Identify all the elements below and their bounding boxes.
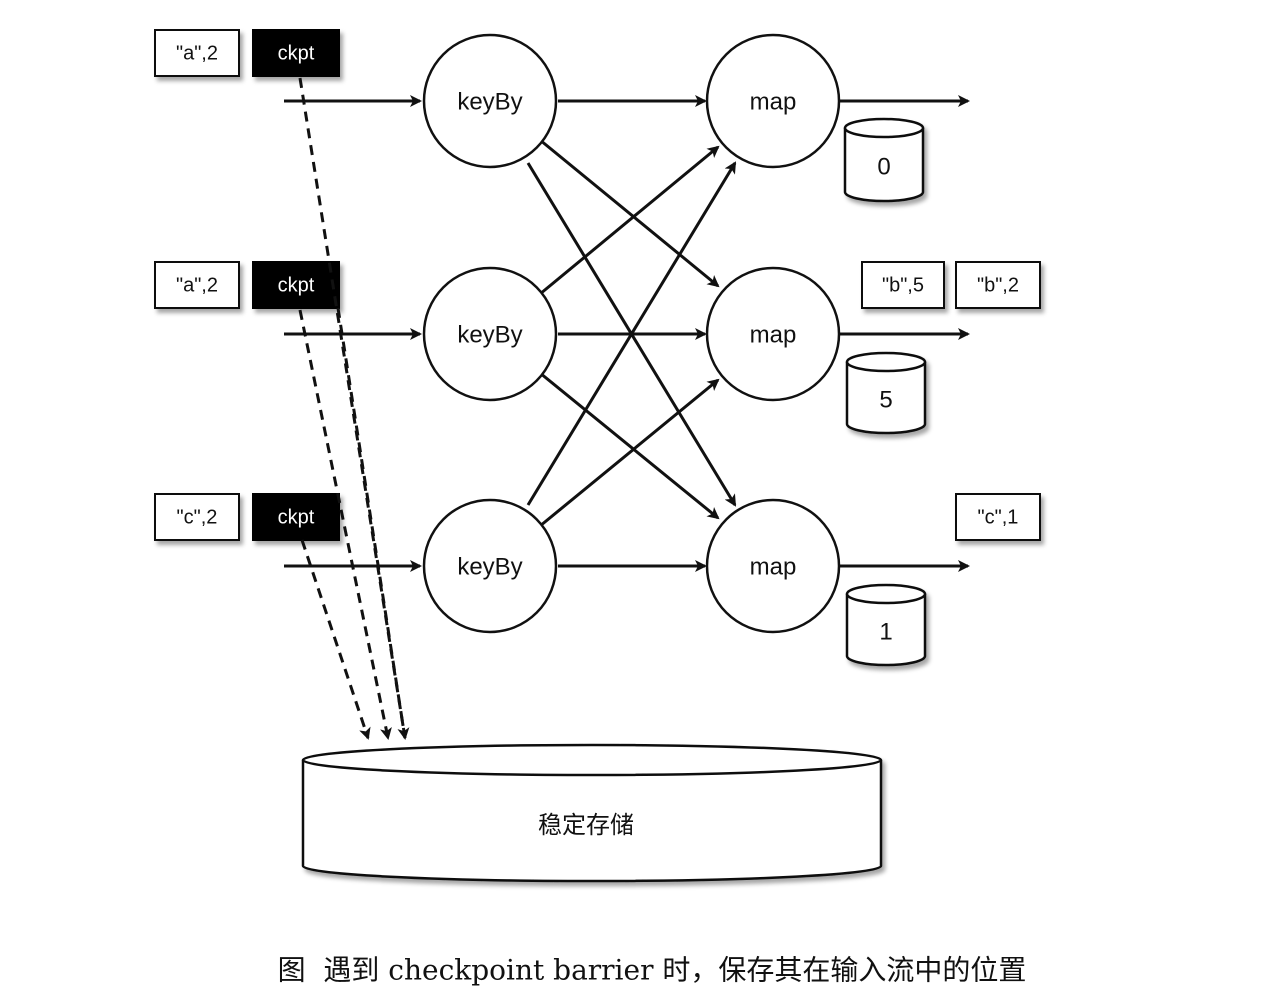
record-label: "c",2 xyxy=(177,506,218,528)
map-operator-0: map xyxy=(705,33,841,169)
input-stream-0: "a",2 ckpt xyxy=(154,29,340,77)
snapshot-path-2 xyxy=(300,539,371,740)
edge-keyby1-map0 xyxy=(539,145,720,296)
keyby-operator-1: keyBy xyxy=(422,266,558,402)
edge-keyby2-map1 xyxy=(539,378,720,528)
checkpoint-barrier xyxy=(252,29,340,77)
record-label: "a",2 xyxy=(176,42,218,64)
stable-storage-label: 稳定存储 xyxy=(538,811,634,839)
state-store-2 xyxy=(845,583,927,667)
record-box xyxy=(154,493,240,541)
output-record-map1-0: "b",5 xyxy=(861,261,945,309)
state-value: 5 xyxy=(879,386,892,413)
output-record-label: "b",2 xyxy=(977,274,1019,296)
state-store-1 xyxy=(845,351,927,435)
stable-storage xyxy=(301,743,883,883)
keyby-label: keyBy xyxy=(457,553,522,580)
input-stream-1: "a",2 ckpt xyxy=(154,261,340,309)
map-operator-1: map xyxy=(705,266,841,402)
map-label: map xyxy=(750,321,797,348)
map-operator-2: map xyxy=(705,498,841,634)
output-record-label: "b",5 xyxy=(882,274,924,296)
checkpoint-barrier xyxy=(252,261,340,309)
edge-keyby0-map1 xyxy=(539,138,720,288)
checkpoint-barrier-label: ckpt xyxy=(278,506,315,528)
input-stream-2: "c",2 ckpt xyxy=(154,493,340,541)
keyby-operator-0: keyBy xyxy=(422,33,558,169)
output-record-label: "c",1 xyxy=(978,506,1019,528)
output-record-map2-0: "c",1 xyxy=(955,493,1041,541)
keyby-label: keyBy xyxy=(457,88,522,115)
state-store-0 xyxy=(843,117,925,203)
snapshot-path-1b xyxy=(336,307,407,739)
checkpoint-barrier-label: ckpt xyxy=(278,42,315,64)
figure-caption: 图 遇到 checkpoint barrier 时，保存其在输入流中的位置 xyxy=(278,954,1027,987)
checkpoint-barrier-label: ckpt xyxy=(278,274,315,296)
edge-keyby2-map0 xyxy=(526,161,737,506)
checkpoint-barrier xyxy=(252,493,340,541)
keyby-operator-2: keyBy xyxy=(422,498,558,634)
output-record-map1-1: "b",2 xyxy=(955,261,1041,309)
snapshot-path-0 xyxy=(298,77,410,740)
state-value: 0 xyxy=(877,153,890,180)
edge-keyby1-map2 xyxy=(539,371,720,520)
map-label: map xyxy=(750,88,797,115)
map-label: map xyxy=(750,553,797,580)
record-label: "a",2 xyxy=(176,274,218,296)
snapshot-path-1 xyxy=(298,309,392,740)
record-box xyxy=(154,29,240,77)
state-value: 1 xyxy=(879,618,892,645)
keyby-label: keyBy xyxy=(457,321,522,348)
record-box xyxy=(154,261,240,309)
